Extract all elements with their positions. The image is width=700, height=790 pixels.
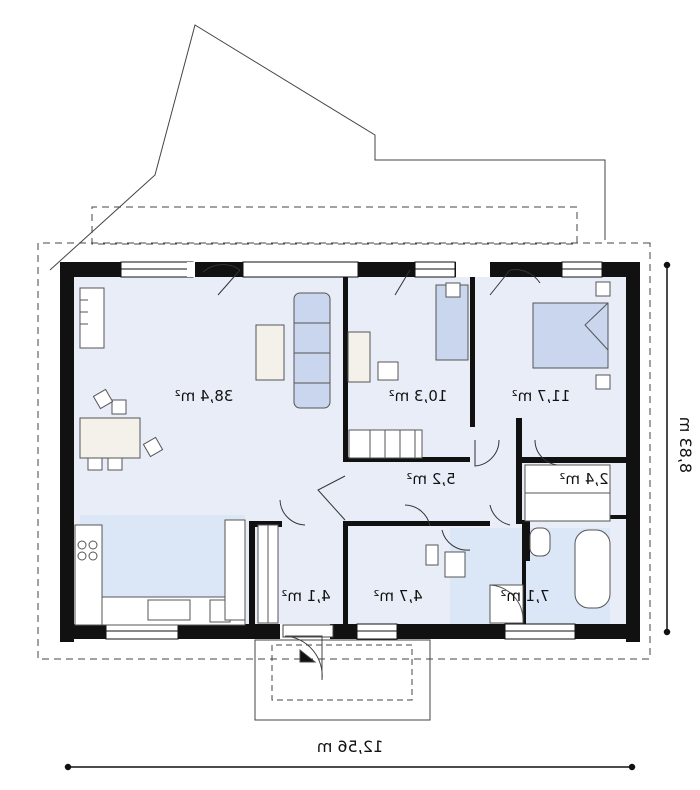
room-area-vestibule: 4,1 m² (281, 587, 330, 605)
bath-fixtures (425, 527, 611, 624)
dimension-lines (64, 261, 671, 771)
study-furniture (347, 282, 469, 459)
room-area-study: 10,3 m² (389, 387, 448, 405)
room-area-living: 38,4 m² (175, 387, 234, 405)
entrance (254, 624, 431, 721)
doors (202, 264, 561, 551)
kitchen-floor (80, 515, 245, 600)
width-dimension-label: 12,56 m (317, 737, 383, 756)
bedroom-furniture (532, 281, 611, 390)
dimension-labels: 12,56 m 8,83 m (317, 417, 695, 756)
roof-outline (37, 242, 651, 660)
windows-top (120, 261, 603, 278)
depth-dimension-label: 8,83 m (676, 417, 695, 473)
outer-walls (60, 262, 640, 642)
room-labels: 38,4 m² 10,3 m² 11,7 m² 5,2 m² 2,4 m² 4,… (175, 387, 609, 605)
closets (224, 464, 611, 624)
room-area-wc: 4,7 m² (373, 587, 422, 605)
room-area-closet: 2,4 m² (559, 470, 608, 488)
living-furniture (79, 287, 331, 471)
terrace-outline (49, 24, 606, 271)
room-area-bedroom: 11,7 m² (512, 387, 571, 405)
room-area-hall: 5,2 m² (406, 470, 455, 488)
room-area-bathroom: 7,1 m² (500, 587, 549, 605)
interior-walls (249, 277, 627, 624)
